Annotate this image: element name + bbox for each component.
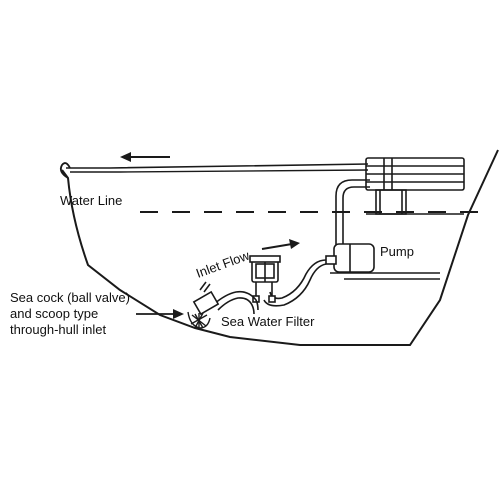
pump: [325, 243, 375, 273]
water-line-label: Water Line: [60, 193, 122, 208]
sea-cock-valve: [192, 281, 220, 316]
hull-outline: [61, 149, 499, 346]
scoop-inlet: [187, 311, 211, 329]
deck-rail-lower: [69, 169, 369, 173]
seacock-to-filter-hose: [213, 290, 259, 311]
sea-water-filter: [249, 255, 281, 303]
sea-cock-label-line2: and scoop type: [10, 306, 98, 321]
sea-water-filter-label: Sea Water Filter: [221, 314, 315, 329]
pump-to-engine-pipe: [335, 179, 370, 248]
filter-to-pump-hose-inner: [263, 263, 327, 307]
engine-block: [365, 157, 465, 215]
deck-rail: [66, 163, 369, 169]
inlet-flow-arrow-shaft: [261, 243, 293, 250]
pump-label: Pump: [380, 244, 414, 259]
seacock-to-filter-hose-inner: [217, 297, 255, 315]
seacock-pointer-head: [173, 309, 184, 319]
hull-bow-tip: [59, 162, 71, 179]
return-flow-arrow-head: [120, 152, 131, 162]
inlet-flow-label: Inlet Flow: [194, 247, 252, 280]
sea-cock-label-line3: through-hull inlet: [10, 322, 107, 337]
sea-cock-label-line1: Sea cock (ball valve): [10, 290, 130, 305]
inlet-flow-arrow-head: [289, 239, 300, 249]
pump-to-engine-pipe-inner: [342, 186, 370, 248]
